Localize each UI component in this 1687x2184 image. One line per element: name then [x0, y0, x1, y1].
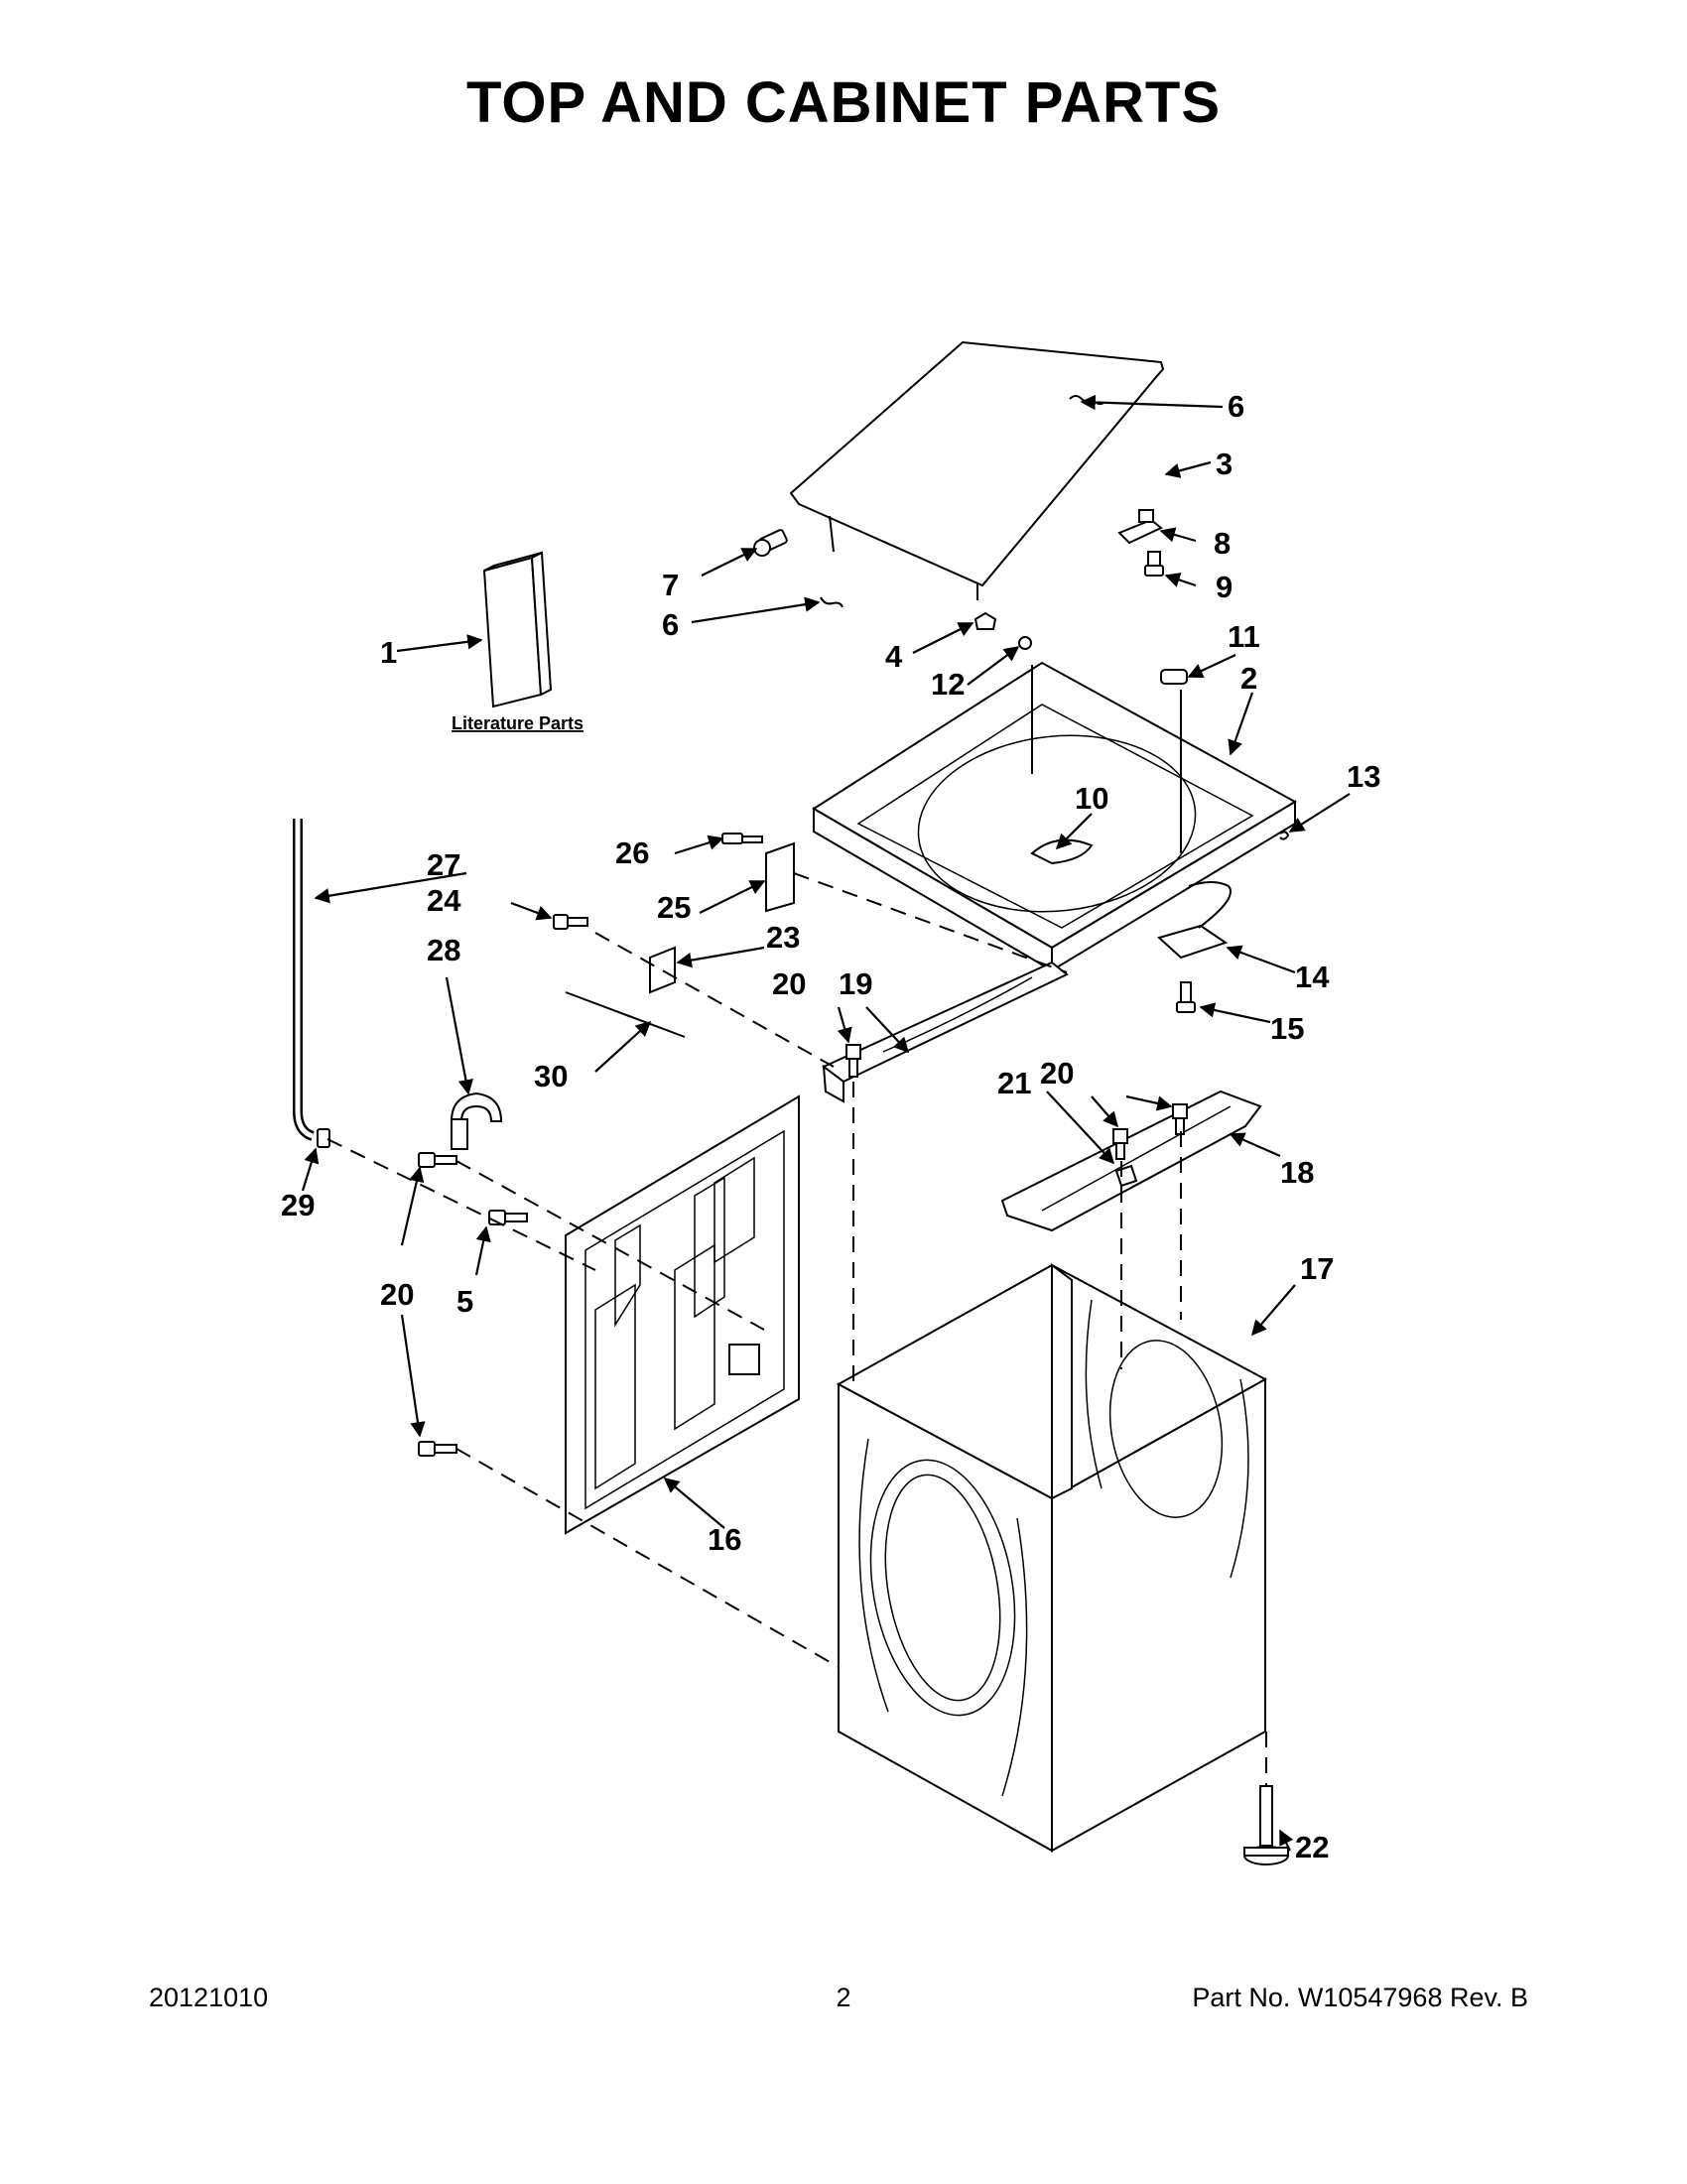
callout-25: 25: [657, 890, 691, 925]
callout-21: 21: [997, 1066, 1031, 1100]
page-title: TOP AND CABINET PARTS: [465, 70, 1222, 135]
callout-7: 7: [662, 568, 679, 602]
hose-elbow: [450, 1092, 503, 1122]
callout-2: 2: [1240, 661, 1257, 696]
callout-29: 29: [281, 1188, 315, 1222]
callout-27: 27: [427, 847, 460, 882]
callout-19: 19: [839, 966, 872, 1001]
front-bracket: [1000, 1090, 1262, 1232]
literature-booklet: [482, 551, 553, 708]
hinge-pin: [820, 596, 844, 608]
callout-26: 26: [615, 835, 649, 870]
footer-part-number: Part No. W10547968 Rev. B: [1192, 1983, 1528, 2012]
callout-18: 18: [1280, 1155, 1314, 1190]
callout-3: 3: [1216, 447, 1233, 481]
callout-17: 17: [1300, 1251, 1334, 1286]
cable-tie: [565, 991, 686, 1038]
callout-20a: 20: [772, 966, 806, 1001]
lid-lock-bracket: [1117, 509, 1163, 545]
footer-page-number: 2: [836, 1983, 851, 2012]
callout-28: 28: [427, 933, 460, 967]
callout-14: 14: [1295, 960, 1330, 994]
callout-12: 12: [931, 667, 965, 702]
screw-5: [488, 1210, 528, 1225]
clip-21: [1114, 1164, 1138, 1188]
bracket-25: [765, 841, 795, 913]
lid: [789, 340, 1165, 600]
callout-22: 22: [1295, 1830, 1329, 1864]
callout-6a: 6: [1228, 389, 1244, 424]
callout-5: 5: [456, 1284, 473, 1319]
bracket-23: [649, 946, 676, 994]
screw-20: [1112, 1128, 1128, 1160]
plug-12: [1018, 636, 1032, 650]
callout-11: 11: [1228, 619, 1260, 654]
lid-hinge: [753, 529, 788, 557]
switch-actuator: [1160, 669, 1188, 685]
lid-switch: [1156, 881, 1232, 960]
screw-15: [1176, 981, 1196, 1013]
screw-20: [1172, 1103, 1188, 1135]
top-panel: [812, 661, 1298, 972]
callout-16: 16: [708, 1522, 741, 1557]
cabinet: [836, 1263, 1268, 1853]
leader-lines: [301, 394, 1351, 1852]
clamp-29: [317, 1128, 330, 1148]
callout-4: 4: [885, 639, 903, 674]
callout-20c: 20: [380, 1277, 414, 1312]
callout-30: 30: [534, 1059, 568, 1093]
callout-13: 13: [1347, 759, 1380, 794]
callout-8: 8: [1214, 526, 1231, 561]
clip-13: [1279, 831, 1290, 840]
screw-20: [845, 1044, 861, 1078]
callout-20b: 20: [1040, 1056, 1074, 1091]
literature-parts-label: Literature Parts: [452, 713, 584, 733]
screw-20: [418, 1441, 457, 1457]
screw-20: [418, 1152, 457, 1168]
screw-26: [721, 833, 763, 844]
callout-9: 9: [1216, 570, 1233, 604]
callout-1: 1: [380, 635, 397, 670]
footer-date: 20121010: [149, 1983, 269, 2012]
callout-labels: 1 2 3 4 5 6 6 7 8 9 10 11 12 13 14 15 16…: [281, 389, 1380, 1864]
callout-24: 24: [427, 883, 461, 918]
callout-23: 23: [766, 920, 800, 955]
screw-9: [1144, 551, 1164, 577]
callout-10: 10: [1075, 781, 1108, 816]
leveling-leg: [1243, 1785, 1289, 1865]
rear-panel: [565, 1094, 800, 1535]
screw-24: [553, 914, 588, 930]
callout-15: 15: [1270, 1011, 1304, 1046]
lid-bumper: [973, 611, 997, 630]
callout-6b: 6: [662, 607, 679, 642]
